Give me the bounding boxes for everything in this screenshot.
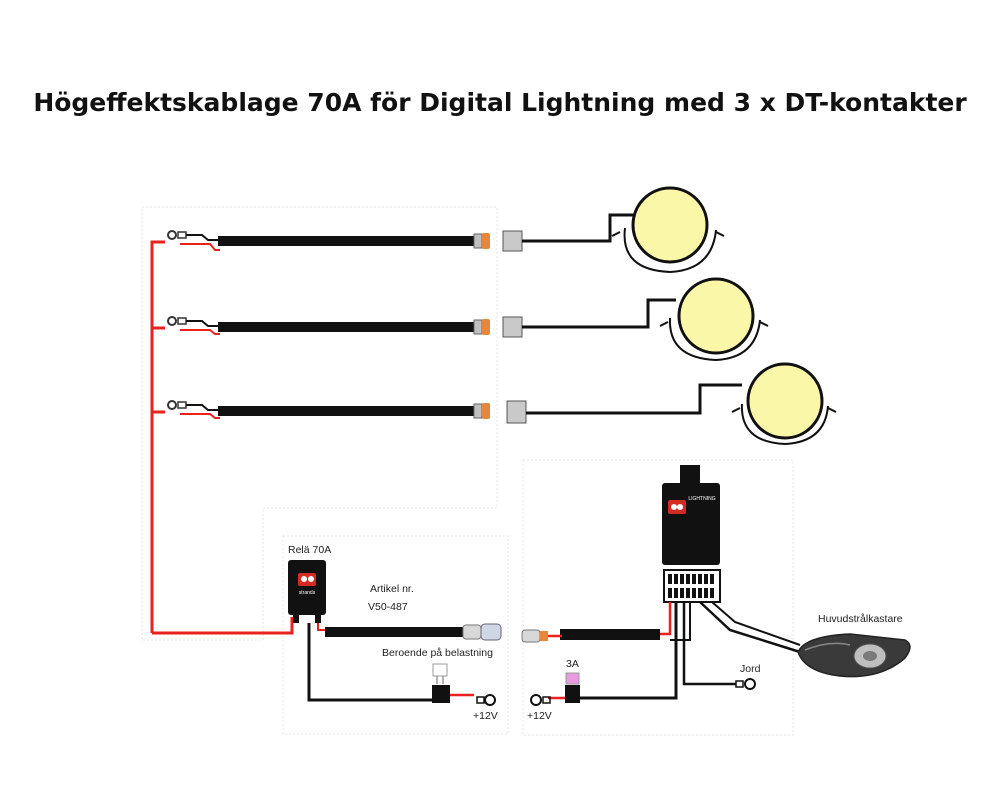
plus12-right-label: +12V bbox=[527, 710, 552, 722]
article-number: V50-487 bbox=[368, 601, 408, 613]
lamp-3 bbox=[731, 362, 837, 446]
controller-brand-text: LIGHTNING bbox=[688, 496, 715, 502]
plus12-left-label: +12V bbox=[473, 710, 498, 722]
lamp-2 bbox=[659, 277, 769, 362]
harness-row-3 bbox=[167, 383, 742, 424]
relay-output-wiring bbox=[307, 623, 502, 706]
lightning-controller: LIGHTNING bbox=[662, 465, 721, 603]
lamp-1 bbox=[611, 186, 725, 274]
headlight-label: Huvudstrålkastare bbox=[818, 613, 903, 625]
relay-label: Relä 70A bbox=[288, 544, 331, 556]
red-supply-wire bbox=[150, 240, 294, 635]
fuse-note-label: Beroende på belastning bbox=[382, 647, 493, 659]
article-label: Artikel nr. bbox=[370, 583, 414, 595]
fuse-3a-label: 3A bbox=[566, 658, 579, 670]
jord-label: Jord bbox=[740, 663, 761, 675]
harness-row-2 bbox=[167, 298, 676, 338]
harness-row-1 bbox=[167, 213, 640, 252]
panel-borders bbox=[141, 206, 794, 736]
relay-70a: strands bbox=[288, 560, 326, 623]
controller-wiring bbox=[521, 601, 801, 706]
relay-brand-text: strands bbox=[299, 590, 316, 596]
headlight-image bbox=[797, 633, 911, 678]
page-title: Högeffektskablage 70A för Digital Lightn… bbox=[33, 88, 967, 117]
